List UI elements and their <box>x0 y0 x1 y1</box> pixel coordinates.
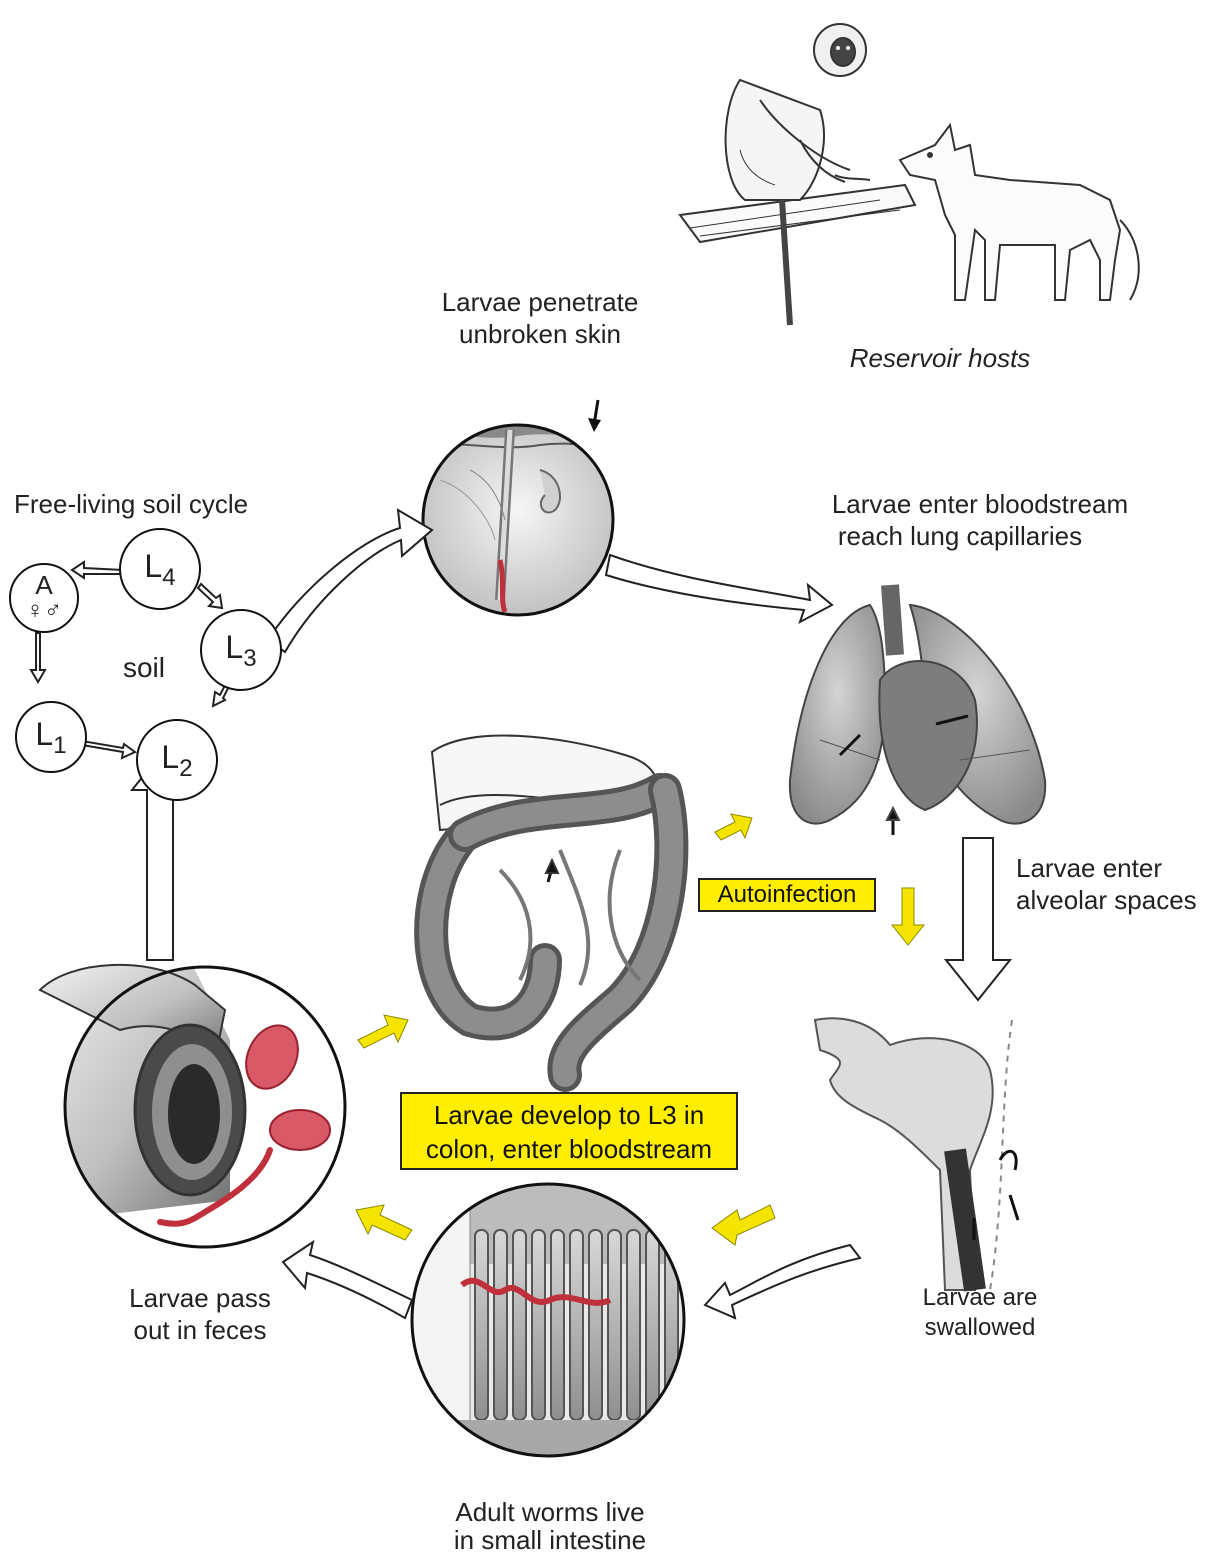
skin-penetration-illustration <box>418 400 620 615</box>
villus <box>608 1230 621 1420</box>
soil-node-l2-sub: 2 <box>179 755 192 782</box>
small-intestine-villi-illustration <box>412 1184 684 1456</box>
arrow-soil-to-skin <box>268 510 432 652</box>
soil-node-l1-label: L1 <box>21 716 81 756</box>
soil-node-l3-letter: L <box>225 629 243 665</box>
villus <box>513 1230 526 1420</box>
intestine-feces-illustration <box>40 960 345 1247</box>
develop-box: Larvae develop to L3 in colon, enter blo… <box>400 1092 738 1170</box>
soil-node-l3-label: L3 <box>211 629 271 669</box>
bloodstream-label-line1: Larvae enter bloodstream <box>810 488 1150 520</box>
soil-node-a-label: A <box>24 572 64 598</box>
soil-node-l4-label: L4 <box>130 548 190 588</box>
villus <box>570 1230 583 1420</box>
soil-node-l2-letter: L <box>161 739 179 775</box>
arrow-throat-to-villi <box>705 1245 860 1318</box>
yellow-arrow-4 <box>712 1205 775 1245</box>
villus <box>646 1230 659 1420</box>
arrow-skin-to-lungs <box>606 555 832 622</box>
reservoir-hosts-label: Reservoir hosts <box>820 342 1060 374</box>
alveolar-label-line1: Larvae enter <box>1016 852 1216 884</box>
develop-box-line1: Larvae develop to L3 in <box>402 1098 736 1132</box>
develop-box-line2: colon, enter bloodstream <box>402 1132 736 1166</box>
feces-label-line2: out in feces <box>100 1314 300 1346</box>
soil-cycle-title: Free-living soil cycle <box>14 488 284 520</box>
soil-node-l3-sub: 3 <box>243 645 256 672</box>
bloodstream-label-line2: reach lung capillaries <box>810 520 1110 552</box>
penetrate-label-line1: Larvae penetrate <box>420 286 660 318</box>
soil-center-label: soil <box>104 652 184 684</box>
swallowed-label-line2: swallowed <box>900 1312 1060 1344</box>
villus <box>665 1230 678 1420</box>
soil-node-l2-label: L2 <box>147 739 207 779</box>
swallowed-label-line1: Larvae are <box>900 1282 1060 1314</box>
villus <box>627 1230 640 1420</box>
penetrate-label-line2: unbroken skin <box>420 318 660 350</box>
alveolar-label-line2: alveolar spaces <box>1016 884 1221 916</box>
arrow-villi-to-feces <box>283 1242 412 1318</box>
yellow-arrow-3 <box>358 1015 408 1048</box>
autoinfection-box: Autoinfection <box>698 878 876 912</box>
villus <box>494 1230 507 1420</box>
yellow-arrow-1 <box>715 814 752 840</box>
yellow-arrow-2 <box>892 888 924 945</box>
dog-illustration <box>900 125 1139 300</box>
soil-node-a-symbols: ♀♂ <box>14 598 74 624</box>
villus <box>551 1230 564 1420</box>
soil-node-l4-sub: 4 <box>162 564 175 591</box>
lungs-heart-illustration <box>790 585 1045 835</box>
monkey-illustration <box>680 24 915 325</box>
soil-node-l1-sub: 1 <box>53 732 66 759</box>
villus <box>589 1230 602 1420</box>
feces-label-line1: Larvae pass <box>100 1282 300 1314</box>
yellow-arrow-5 <box>356 1205 412 1240</box>
soil-node-l1-letter: L <box>35 716 53 752</box>
villus <box>475 1230 488 1420</box>
arrow-lungs-to-throat <box>946 838 1010 1000</box>
villus <box>532 1230 545 1420</box>
soil-node-l4-letter: L <box>144 548 162 584</box>
colon-illustration <box>431 736 671 1075</box>
adult-worms-label-line2: in small intestine <box>440 1524 660 1556</box>
